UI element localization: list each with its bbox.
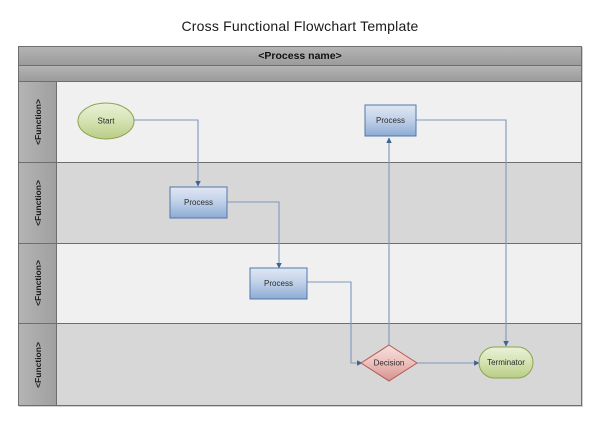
swimlane-2[interactable]: <Function>	[19, 162, 581, 244]
swimlane-4-label: <Function>	[32, 341, 43, 388]
swimlane-1-header[interactable]: <Function>	[19, 82, 57, 162]
phase-band[interactable]	[19, 66, 581, 82]
shape-process-1[interactable]: Process	[169, 186, 228, 219]
page-title: Cross Functional Flowchart Template	[181, 18, 419, 34]
shape-process-3-label: Process	[376, 116, 405, 125]
shape-terminator-label: Terminator	[487, 358, 525, 367]
swimlane-3-body[interactable]	[57, 244, 581, 324]
shape-process-2[interactable]: Process	[249, 267, 308, 300]
process-name-band[interactable]: <Process name>	[19, 47, 581, 66]
shape-process-3[interactable]: Process	[364, 104, 417, 137]
swimlane-3-header[interactable]: <Function>	[19, 243, 57, 324]
swimlane-2-header[interactable]: <Function>	[19, 162, 57, 243]
shape-process-1-label: Process	[184, 198, 213, 207]
shape-start-label: Start	[98, 117, 116, 126]
swimlane-4-header[interactable]: <Function>	[19, 324, 57, 405]
swimlane-3-label: <Function>	[32, 260, 43, 307]
shape-decision[interactable]: Decision	[360, 344, 418, 382]
shape-process-2-label: Process	[264, 279, 293, 288]
shape-start[interactable]: Start	[77, 102, 135, 140]
swimlane-2-body[interactable]	[57, 163, 581, 243]
swimlane-2-label: <Function>	[32, 179, 43, 226]
swimlane-1-label: <Function>	[32, 98, 43, 145]
swimlane-1-body[interactable]	[57, 82, 581, 162]
shape-decision-label: Decision	[374, 359, 405, 368]
shape-terminator[interactable]: Terminator	[478, 346, 534, 379]
